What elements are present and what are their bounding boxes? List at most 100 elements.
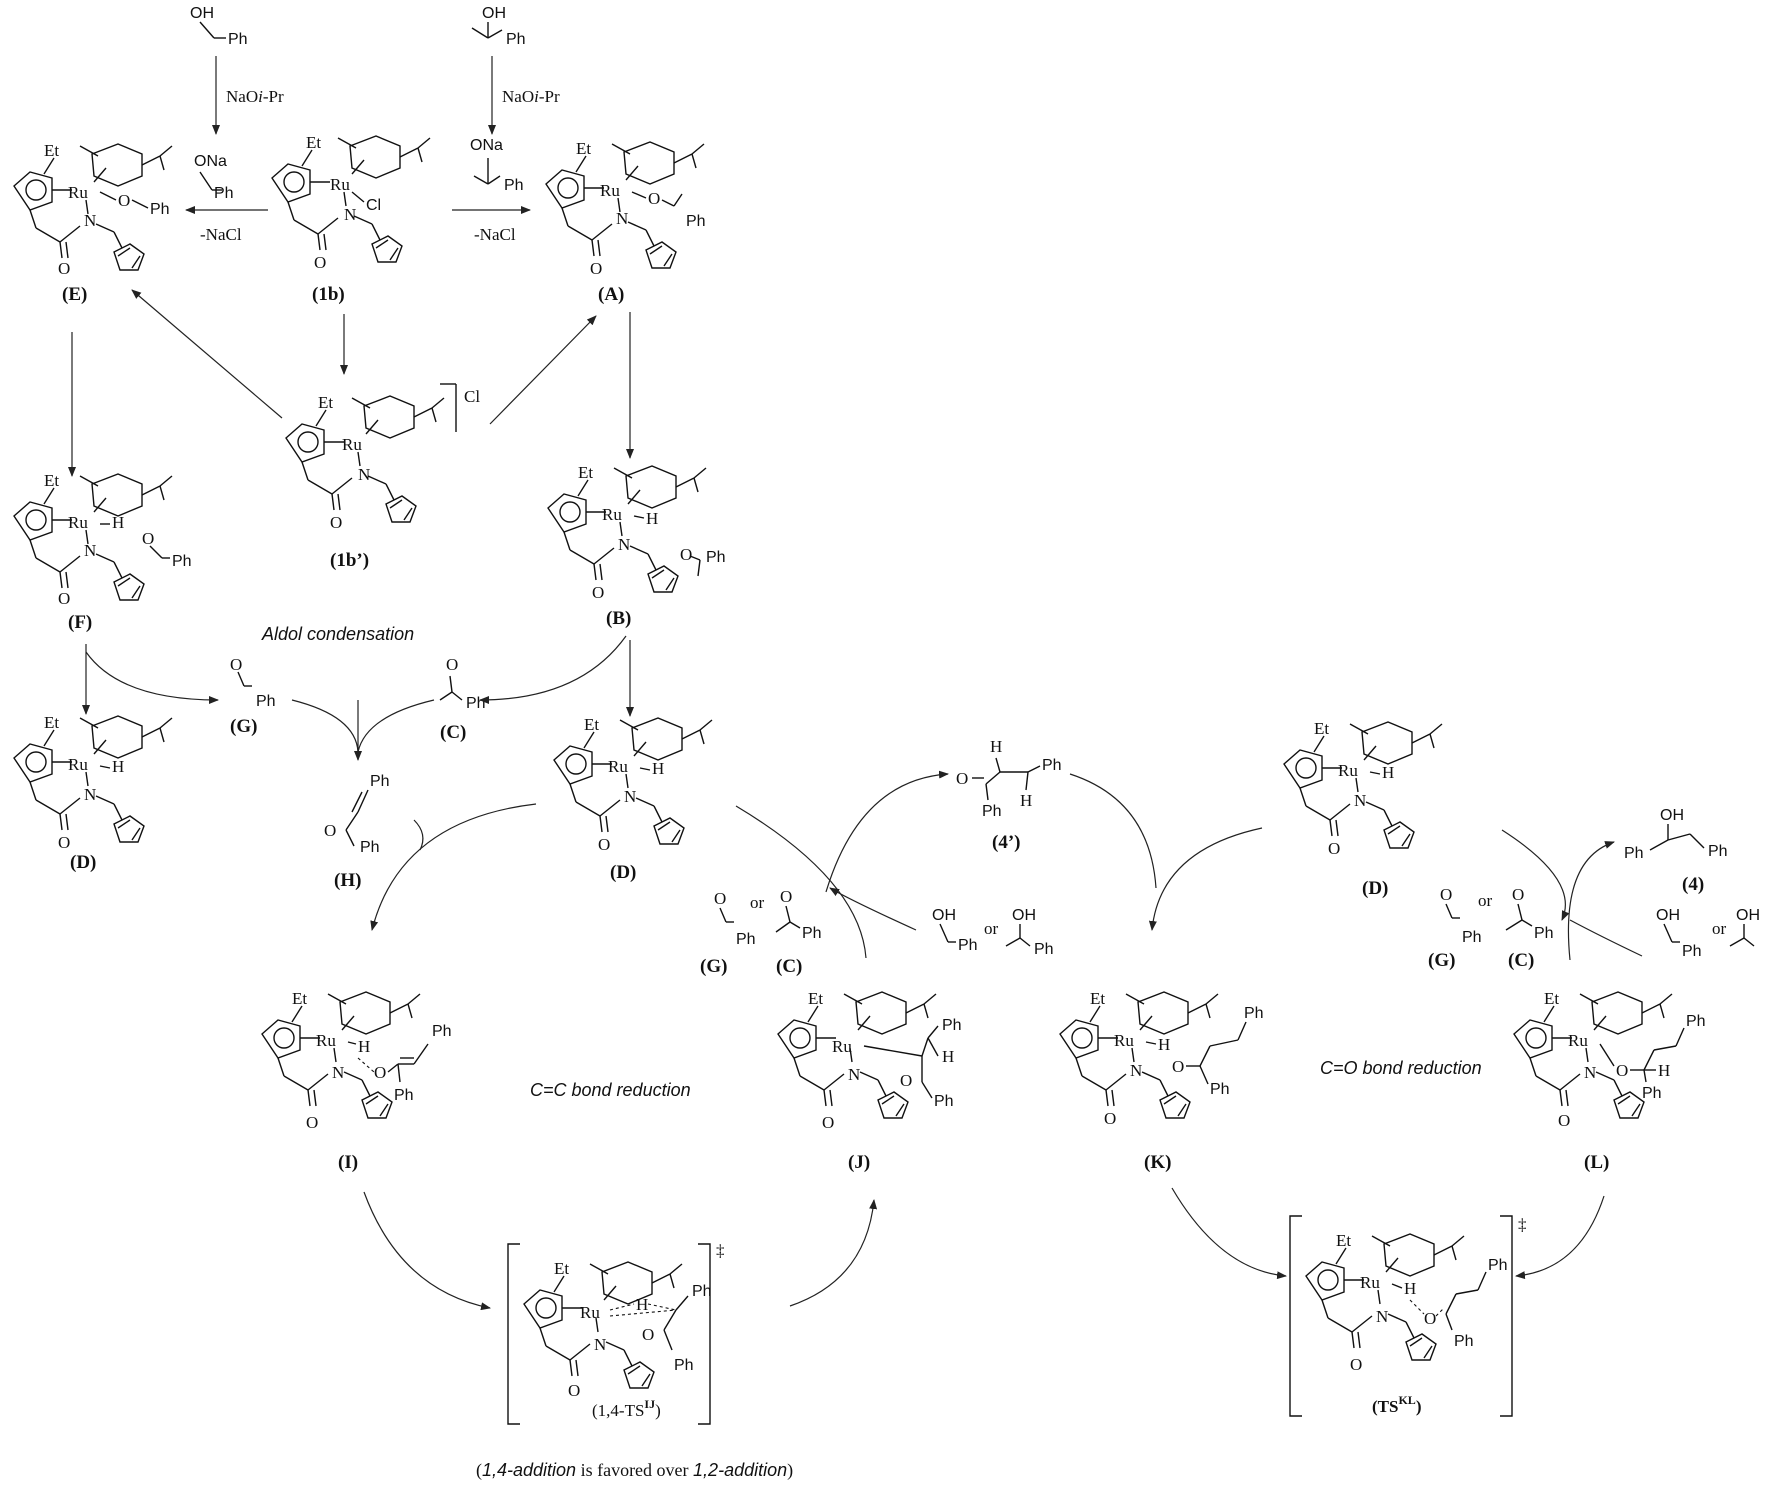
label-4p: (4’) bbox=[992, 832, 1020, 853]
svg-text:Ph: Ph bbox=[958, 937, 978, 954]
svg-text:Ru: Ru bbox=[68, 513, 88, 532]
label-1b: (1b) bbox=[312, 284, 345, 305]
svg-text:Ph: Ph bbox=[1682, 943, 1702, 960]
label-1bp: (1b’) bbox=[330, 550, 369, 571]
label-TSIJ: (1,4-TSIJ) bbox=[592, 1397, 661, 1420]
svg-text:‡: ‡ bbox=[1518, 1215, 1527, 1234]
aldol-condensation-label: Aldol condensation bbox=[261, 624, 414, 644]
label-B: (B) bbox=[606, 608, 631, 629]
svg-text:O: O bbox=[306, 1113, 318, 1132]
complex-L: Et Ru O Ph H Ph N O bbox=[1513, 989, 1706, 1130]
svg-text:Ph: Ph bbox=[1042, 757, 1062, 774]
svg-text:H: H bbox=[990, 737, 1002, 756]
svg-text:Et: Et bbox=[318, 393, 333, 412]
ph-label: Ph bbox=[504, 177, 524, 194]
svg-text:O: O bbox=[642, 1325, 654, 1344]
svg-text:O: O bbox=[1558, 1111, 1570, 1130]
svg-text:O: O bbox=[118, 191, 130, 210]
arc-4p-to-K bbox=[1069, 773, 1157, 889]
ona-right: ONa bbox=[470, 137, 503, 154]
svg-text:Et: Et bbox=[44, 141, 59, 160]
svg-text:O: O bbox=[780, 887, 792, 906]
svg-text:Et: Et bbox=[576, 139, 591, 158]
svg-text:O: O bbox=[314, 253, 326, 272]
ona-left: ONa bbox=[194, 153, 227, 170]
svg-text:Ru: Ru bbox=[600, 181, 620, 200]
label-G-middle: (G) bbox=[700, 956, 727, 977]
ph-label: Ph bbox=[214, 185, 234, 202]
svg-text:OH: OH bbox=[1012, 907, 1036, 924]
svg-text:N: N bbox=[84, 211, 96, 230]
ph-label: Ph bbox=[228, 31, 248, 48]
svg-text:N: N bbox=[1376, 1307, 1388, 1326]
svg-text:Ph: Ph bbox=[942, 1017, 962, 1034]
svg-text:N: N bbox=[84, 541, 96, 560]
label-K: (K) bbox=[1144, 1152, 1171, 1173]
svg-text:Ph: Ph bbox=[934, 1093, 954, 1110]
svg-text:Et: Et bbox=[306, 133, 321, 152]
svg-text:N: N bbox=[616, 209, 628, 228]
svg-text:N: N bbox=[618, 535, 630, 554]
svg-text:Ru: Ru bbox=[602, 505, 622, 524]
svg-text:O: O bbox=[1616, 1061, 1628, 1080]
svg-text:N: N bbox=[624, 787, 636, 806]
svg-text:‡: ‡ bbox=[716, 1241, 725, 1260]
svg-text:O: O bbox=[324, 821, 336, 840]
svg-text:H: H bbox=[646, 509, 658, 528]
label-I: (I) bbox=[338, 1152, 358, 1173]
alcohols-right: OH Ph or bbox=[1656, 907, 1727, 960]
svg-text:Ru: Ru bbox=[68, 183, 88, 202]
svg-text:O: O bbox=[680, 545, 692, 564]
svg-text:or: or bbox=[1478, 891, 1493, 910]
svg-text:O: O bbox=[58, 589, 70, 608]
svg-text:N: N bbox=[84, 785, 96, 804]
svg-text:O: O bbox=[1440, 885, 1452, 904]
svg-text:N: N bbox=[848, 1065, 860, 1084]
svg-text:H: H bbox=[112, 757, 124, 776]
svg-text:Ph: Ph bbox=[686, 213, 706, 230]
reagent-naoipr-right: NaOi-Pr bbox=[502, 87, 560, 106]
arc-to-4p bbox=[825, 770, 949, 893]
svg-text:N: N bbox=[344, 205, 356, 224]
svg-text:O: O bbox=[1104, 1109, 1116, 1128]
nacl-right: -NaCl bbox=[474, 225, 516, 244]
cc-reduction-label: C=C bond reduction bbox=[530, 1080, 691, 1100]
co-reduction-label: C=O bond reduction bbox=[1320, 1058, 1482, 1078]
svg-text:O: O bbox=[956, 769, 968, 788]
svg-text:Ph: Ph bbox=[802, 925, 822, 942]
svg-text:Ph: Ph bbox=[1686, 1013, 1706, 1030]
svg-text:Ph: Ph bbox=[172, 553, 192, 570]
svg-text:N: N bbox=[1354, 791, 1366, 810]
svg-text:Ru: Ru bbox=[1360, 1273, 1380, 1292]
label-C-right: (C) bbox=[1508, 950, 1534, 971]
arrow-1bp-to-A bbox=[489, 315, 597, 425]
arc-to-4 bbox=[1567, 841, 1615, 961]
svg-text:N: N bbox=[594, 1335, 606, 1354]
arc-I-to-TSIJ bbox=[363, 1191, 491, 1311]
svg-text:H: H bbox=[1382, 763, 1394, 782]
complex-1bp: Et Ru N O bbox=[285, 393, 445, 532]
svg-text:Ph: Ph bbox=[1210, 1081, 1230, 1098]
svg-text:O: O bbox=[142, 529, 154, 548]
svg-text:Ru: Ru bbox=[1338, 761, 1358, 780]
svg-text:O: O bbox=[598, 835, 610, 854]
complex-D-left: Et Ru H N O bbox=[13, 713, 173, 852]
benzyl-alcohol-top: OH Ph bbox=[190, 5, 248, 48]
acetophenone-C: O Ph bbox=[439, 655, 486, 712]
label-F: (F) bbox=[68, 612, 92, 633]
ts-kl-bracket: ‡ bbox=[1289, 1215, 1527, 1417]
svg-text:Ph: Ph bbox=[370, 773, 390, 790]
arc-L-to-TSKL bbox=[1515, 1195, 1605, 1280]
svg-text:H: H bbox=[112, 513, 124, 532]
svg-text:Ru: Ru bbox=[330, 175, 350, 194]
svg-text:O: O bbox=[822, 1113, 834, 1132]
svg-text:Ru: Ru bbox=[580, 1303, 600, 1322]
svg-text:Ru: Ru bbox=[68, 755, 88, 774]
svg-text:Ph: Ph bbox=[674, 1357, 694, 1374]
label-TSKL: (TSKL) bbox=[1372, 1393, 1421, 1416]
svg-text:Ph: Ph bbox=[256, 693, 276, 710]
svg-text:N: N bbox=[1130, 1061, 1142, 1080]
arc-K-to-TSKL bbox=[1171, 1187, 1287, 1280]
svg-text:O: O bbox=[900, 1071, 912, 1090]
